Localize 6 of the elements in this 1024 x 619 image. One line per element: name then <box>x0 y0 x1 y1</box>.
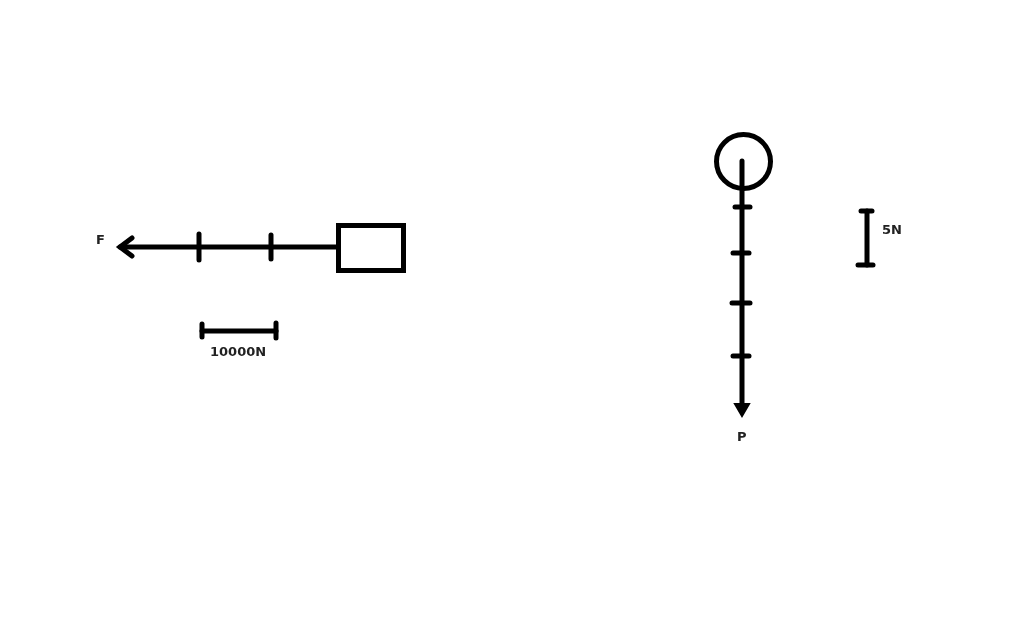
scale-label: 5N <box>882 222 902 237</box>
block-rectangle <box>336 223 406 273</box>
scale-label: 10000N <box>210 344 267 359</box>
ball-circle <box>714 132 773 191</box>
force-label: P <box>737 429 747 444</box>
force-label: F <box>96 232 105 247</box>
